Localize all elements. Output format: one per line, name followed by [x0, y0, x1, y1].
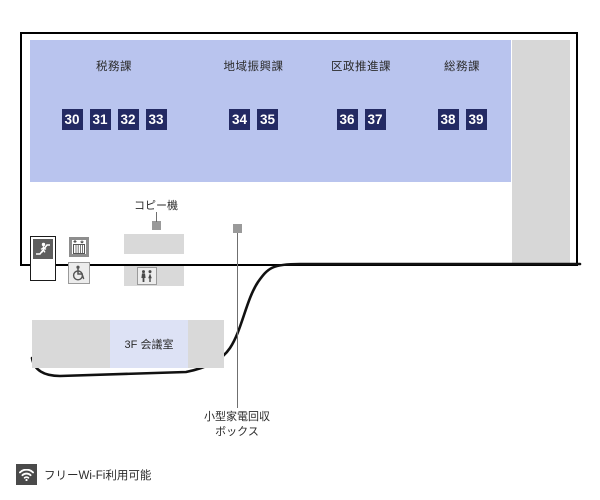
meeting-room-3f: 3F 会議室	[110, 320, 188, 368]
counter-badge-39: 39	[465, 109, 487, 130]
department-label-general-affairs-division: 総務課	[444, 61, 480, 73]
wifi-note: フリーWi-Fi利用可能	[16, 464, 151, 485]
counter-badge-row: 36 37	[309, 109, 413, 130]
small-appliance-box-label-line1: 小型家電回収	[204, 411, 270, 423]
department-label-ward-administration-division: 区政推進課	[331, 61, 391, 73]
department-group-general-affairs-division: 総務課 38 39	[413, 0, 511, 142]
copier-leader-line	[156, 212, 157, 222]
department-group-ward-administration-division: 区政推進課 36 37	[309, 0, 413, 142]
meeting-room-3f-label: 3F 会議室	[124, 339, 174, 351]
wheelchair-accessible-icon	[68, 262, 90, 284]
counter-badge-36: 36	[336, 109, 358, 130]
copier-room	[124, 234, 184, 254]
counter-badge-30: 30	[61, 109, 83, 130]
counter-badge-34: 34	[229, 109, 250, 130]
department-label-tax-division: 税務課	[96, 61, 132, 73]
counter-badge-31: 31	[89, 109, 111, 130]
restroom-icon	[137, 267, 157, 285]
counter-badge-row: 34 35	[198, 109, 309, 130]
wifi-text: フリーWi-Fi利用可能	[44, 469, 152, 482]
counter-badge-row: 30 31 32 33	[30, 109, 198, 130]
department-label-regional-promotion-division: 地域振興課	[223, 61, 284, 73]
counter-badge-row: 38 39	[413, 109, 511, 130]
department-group-regional-promotion-division: 地域振興課 34 35	[198, 0, 309, 142]
small-appliance-box-label: 小型家電回収 ボックス	[177, 410, 297, 440]
small-appliance-box-marker	[233, 224, 242, 233]
right-gray-block	[512, 40, 570, 264]
small-appliance-box-label-line2: ボックス	[215, 425, 259, 438]
escalator-icon	[33, 239, 53, 259]
department-group-tax-division: 税務課 30 31 32 33	[30, 0, 198, 142]
copier-marker	[152, 221, 161, 230]
counter-badge-33: 33	[145, 109, 167, 130]
wifi-icon	[16, 464, 37, 485]
counter-badge-32: 32	[117, 109, 139, 130]
restroom-room	[124, 266, 184, 286]
counter-badge-38: 38	[437, 109, 459, 130]
elevator-icon	[68, 236, 90, 258]
copier-label: コピー機	[134, 200, 178, 212]
bottom-room-left	[32, 320, 110, 368]
counter-badge-37: 37	[364, 109, 386, 130]
bottom-room-right	[188, 320, 224, 368]
small-appliance-box-leader-line	[237, 233, 238, 408]
counter-badge-35: 35	[257, 109, 278, 130]
